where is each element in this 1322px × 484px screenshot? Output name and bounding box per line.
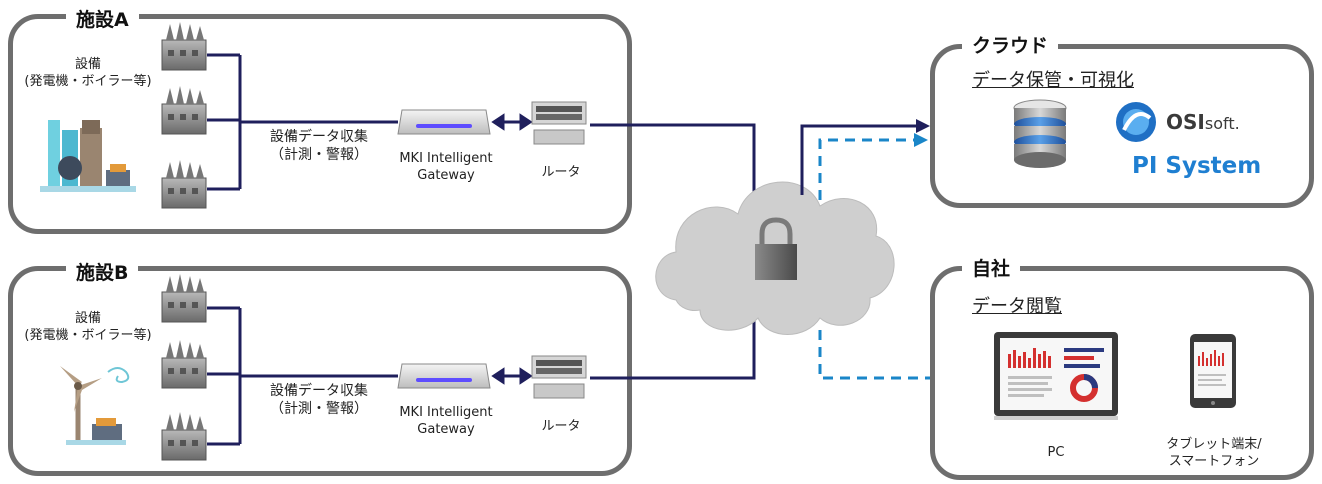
company-title: 自社 [962,257,1021,281]
tablet-label-line1: タブレット端末/ [1166,437,1262,452]
facility-b-factory-icons [161,274,207,461]
facility-a-uplink [590,123,756,220]
cloud-dashed-arrowhead [914,133,928,147]
facility-a-title: 施設A [66,8,139,32]
facility-a-router-icon [531,101,587,145]
facility-a-equipment-label: 設備 (発電機・ボイラー等) [18,56,158,90]
pi-system-label: PI System [1132,153,1262,179]
facility-b-equipment-line1: 設備 [74,311,101,326]
facility-b-double-arrow [491,367,533,385]
cloud-title: クラウド [962,34,1059,58]
facility-a-gateway-line1: MKI Intelligent [399,151,493,166]
facility-b-equipment-line2: (発電機・ボイラー等) [24,328,152,343]
facility-b-gateway-label: MKI Intelligent Gateway [384,404,508,438]
facility-a-equipment-line2: (発電機・ボイラー等) [24,74,152,89]
facility-b-router-icon [531,355,587,399]
facility-b-bracket [207,306,398,446]
database-icon [1013,99,1067,168]
facility-a-collection-label: 設備データ収集 （計測・警報） [246,128,392,164]
pc-monitor-icon [994,332,1118,420]
cloud-solid-arrowhead [916,119,930,133]
facility-b-gateway-line2: Gateway [417,422,475,437]
cloud-solid-link [800,124,918,195]
tablet-label: タブレット端末/ スマートフォン [1152,436,1276,470]
lock-icon [755,217,797,280]
facility-b-collection-line1: 設備データ収集 [270,383,368,399]
tablet-label-line2: スマートフォン [1168,454,1260,469]
osisoft-wordmark-bold: OSI [1166,110,1205,134]
pc-label: PC [1047,445,1065,460]
facility-a-collection-line2: （計測・警報） [270,147,368,163]
cloud-subtitle: データ保管・可視化 [972,70,1134,91]
cloud-dashed-link [818,138,916,200]
facility-a-equipment-line1: 設備 [74,57,101,72]
facility-b-gateway-line1: MKI Intelligent [399,405,493,420]
facility-b-router-label: ルータ [541,419,581,434]
facility-b-uplink [590,316,756,380]
facility-a-router-label: ルータ [541,165,581,180]
osisoft-wordmark: OSIsoft. [1166,110,1240,136]
facility-a-double-arrow [491,113,533,131]
facility-a-gateway-icon [397,109,491,135]
osisoft-wordmark-light: soft. [1204,114,1240,133]
facility-a-hydro-illustration [40,120,136,192]
facility-b-gateway-icon [397,363,491,389]
facility-a-factory-icons [161,22,207,209]
facility-b-title: 施設B [66,261,139,285]
facility-a-bracket [207,53,398,191]
facility-a-gateway-label: MKI Intelligent Gateway [384,150,508,184]
tablet-icon [1190,334,1236,408]
facility-b-collection-line2: （計測・警報） [270,401,368,417]
facility-b-collection-label: 設備データ収集 （計測・警報） [246,382,392,418]
facility-b-wind-illustration [60,366,130,445]
facility-b-equipment-label: 設備 (発電機・ボイラー等) [18,310,158,344]
company-subtitle: データ閲覧 [972,296,1062,317]
facility-a-gateway-line2: Gateway [417,168,475,183]
facility-a-collection-line1: 設備データ収集 [270,129,368,145]
company-dashed-link [818,330,930,380]
osisoft-logo-icon [1116,102,1156,142]
